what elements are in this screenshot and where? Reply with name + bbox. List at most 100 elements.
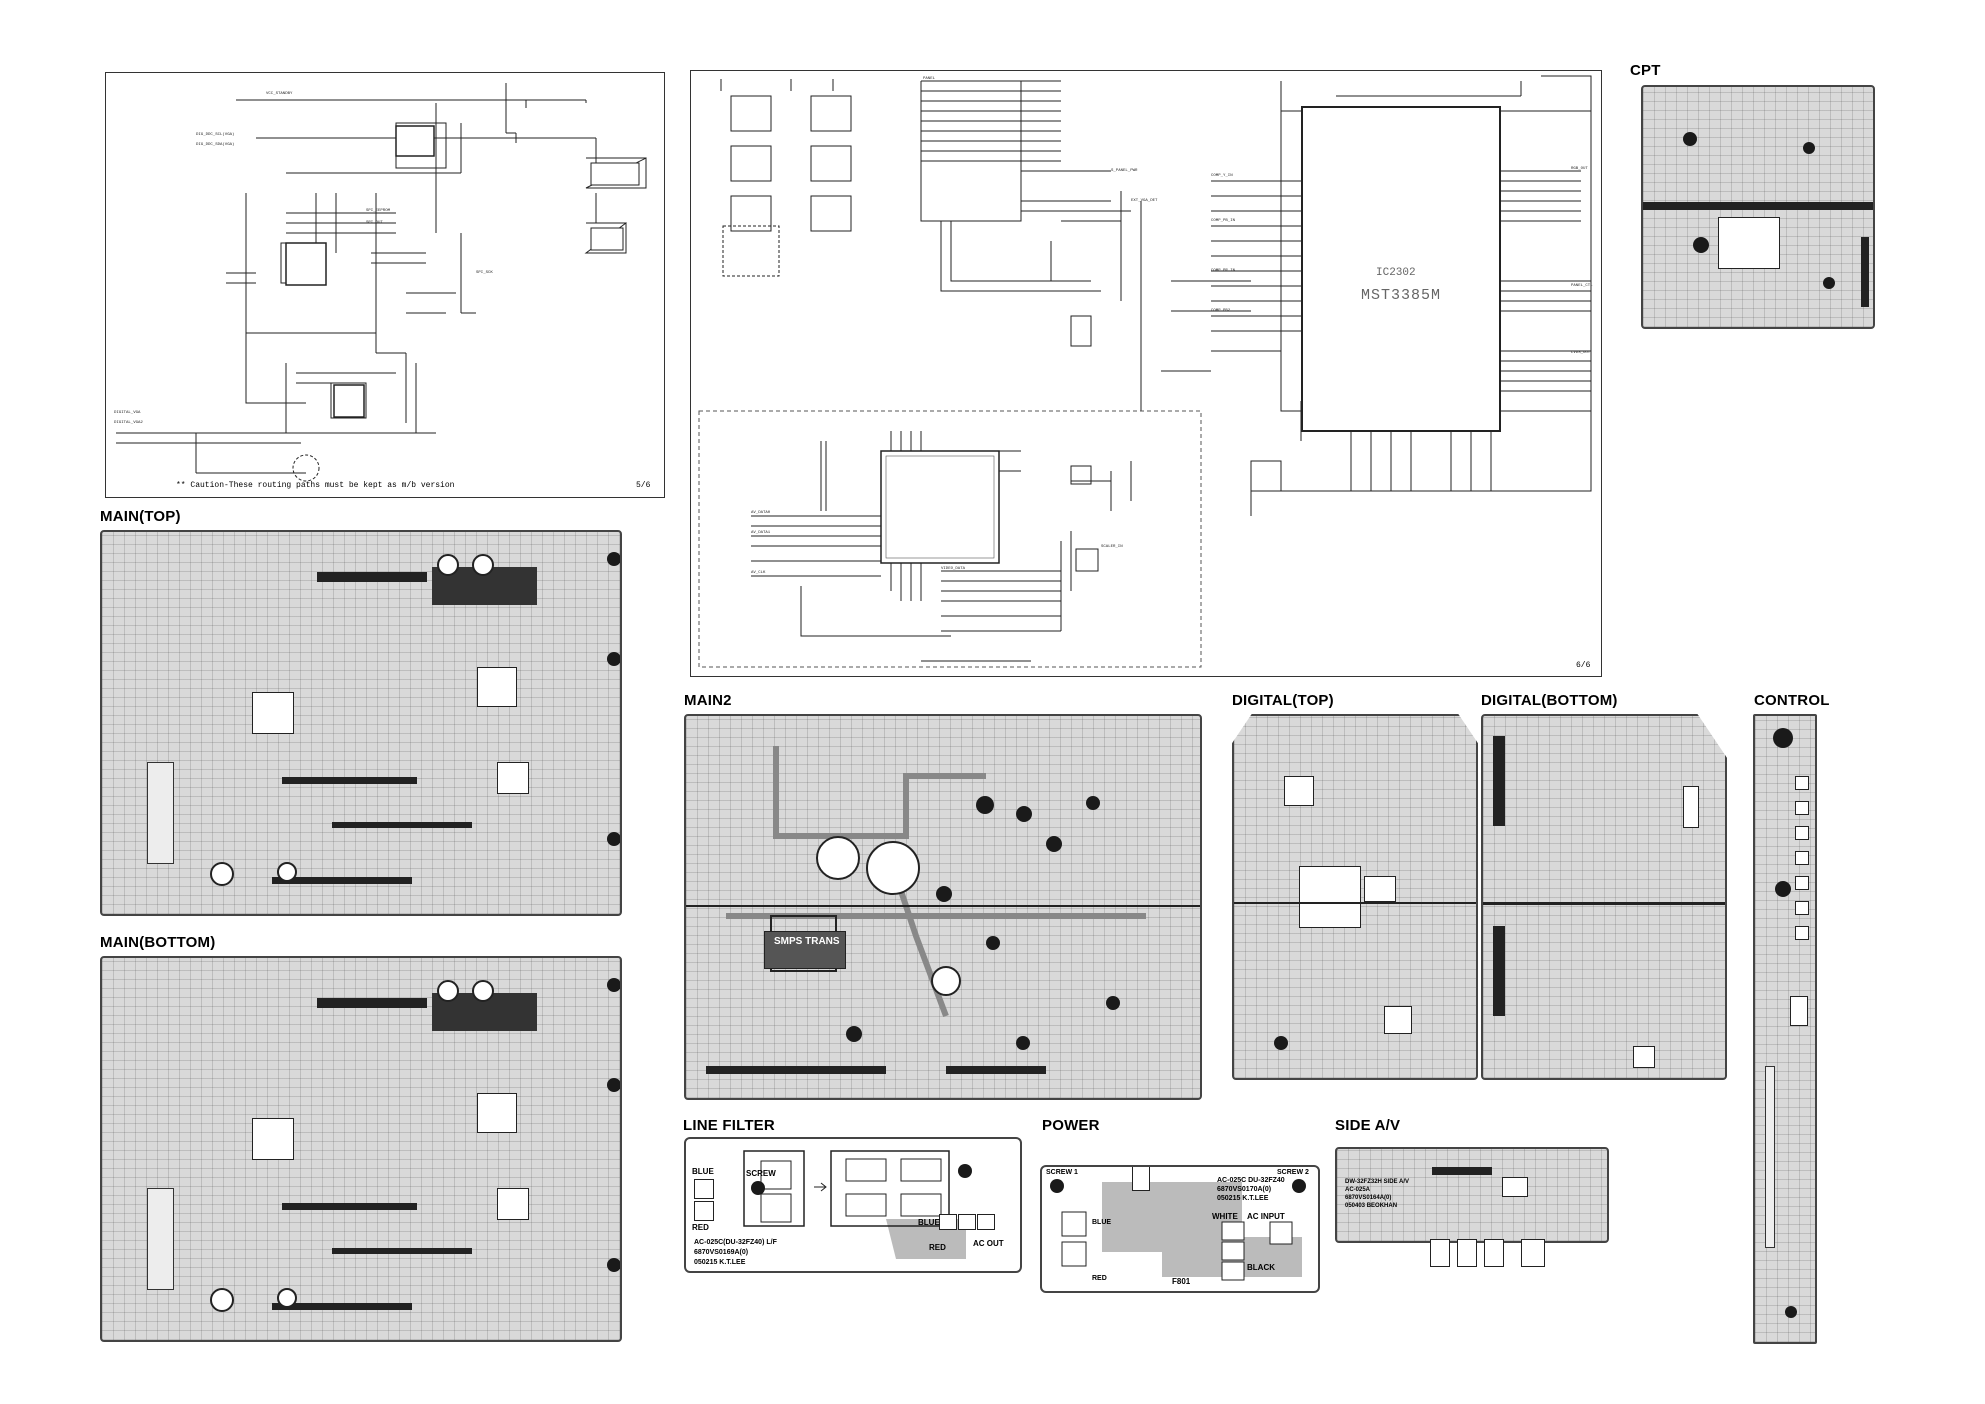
- power-board-id-2: 6870VS0170A(0): [1217, 1186, 1272, 1193]
- main-bottom-capacitor: [210, 1288, 234, 1312]
- schematic-frame-1: VCC_STANDBY DIG_DDC_SCL(VGA) DIG_DDC_SDA…: [105, 72, 665, 498]
- line-filter-board-id-3: 050215 K.T.LEE: [694, 1259, 746, 1266]
- main2-component: [1046, 836, 1062, 852]
- cpt-capacitor: [1693, 237, 1709, 253]
- digital-top-board: [1232, 714, 1478, 1080]
- main2-bulk-capacitor: [816, 836, 860, 880]
- cpt-module: [1718, 217, 1780, 269]
- main2-capacitor: [931, 966, 961, 996]
- digital-top-ic: [1284, 776, 1314, 806]
- main-top-regulators: [147, 762, 174, 864]
- svg-text:AV_DATA0: AV_DATA0: [751, 511, 771, 515]
- main2-component: [1016, 1036, 1030, 1050]
- main2-component: [976, 796, 994, 814]
- line-filter-terminal-red: [694, 1201, 714, 1221]
- main-bottom-capacitor: [472, 980, 494, 1002]
- side-av-ic: [1502, 1177, 1528, 1197]
- main-bottom-header: [272, 1303, 412, 1310]
- line-filter-ac-out-label: AC OUT: [973, 1239, 1004, 1248]
- side-av-jack: [1484, 1239, 1504, 1267]
- digital-top-ic: [1384, 1006, 1412, 1034]
- label-power: POWER: [1042, 1117, 1100, 1134]
- control-button: [1795, 776, 1809, 790]
- line-filter-red2-label: RED: [929, 1243, 946, 1252]
- main2-smps-transformer: [764, 931, 846, 969]
- line-filter-terminal-blue: [694, 1179, 714, 1199]
- main2-connector: [706, 1066, 886, 1074]
- main2-traces: [686, 746, 1200, 1018]
- main2-board: SMPS TRANS: [684, 714, 1202, 1100]
- side-av-board-id-4: 050403 BEOKHAN: [1345, 1203, 1398, 1209]
- svg-text:DIG_DDC_SCL(VGA): DIG_DDC_SCL(VGA): [196, 132, 234, 137]
- svg-text:SPI_EEPROM: SPI_EEPROM: [366, 209, 391, 213]
- main-top-capacitor: [437, 554, 459, 576]
- power-board: SCREW 1 SCREW 2 BLUE RED WHITE AC INPUT …: [1040, 1165, 1320, 1293]
- side-av-board-id-1: DW-32FZ32H SIDE A/V: [1345, 1179, 1410, 1185]
- cpt-capacitor: [1823, 277, 1835, 289]
- line-filter-output-terminal: [958, 1214, 976, 1230]
- schematic-2-wiring: PANEL S_PANEL_PWR EXT_VGA_DET COMP_Y_IN …: [698, 75, 1593, 668]
- svg-text:DIGITAL_VGA: DIGITAL_VGA: [114, 411, 141, 415]
- svg-text:PANEL_CTL: PANEL_CTL: [1571, 284, 1593, 288]
- line-filter-screw-label: SCREW: [746, 1169, 776, 1178]
- main-top-capacitor: [472, 554, 494, 576]
- cpt-capacitor: [1803, 142, 1815, 154]
- label-side-av: SIDE A/V: [1335, 1117, 1401, 1134]
- label-digital-top: DIGITAL(TOP): [1232, 692, 1334, 709]
- svg-text:AV_CLK: AV_CLK: [751, 571, 766, 575]
- power-black-label: BLACK: [1247, 1263, 1275, 1272]
- main-bottom-header: [332, 1248, 472, 1254]
- svg-text:COMP_PR_IN: COMP_PR_IN: [1211, 269, 1236, 273]
- power-ac-input-label: AC INPUT: [1247, 1212, 1285, 1221]
- main-bottom-ic: [252, 1118, 294, 1160]
- schematic-1-wiring: VCC_STANDBY DIG_DDC_SCL(VGA) DIG_DDC_SDA…: [114, 83, 647, 482]
- main-top-board: [100, 530, 622, 916]
- control-ir-sensor: [1773, 728, 1793, 748]
- control-button: [1795, 851, 1809, 865]
- main2-component: [986, 936, 1000, 950]
- main-top-capacitor: [210, 862, 234, 886]
- cpt-divider-trace: [1643, 202, 1873, 210]
- main-bottom-regulators: [147, 1188, 174, 1290]
- main2-component: [1086, 796, 1100, 810]
- control-button: [1795, 901, 1809, 915]
- power-board-id-1: AC-025C DU-32FZ40: [1217, 1177, 1285, 1184]
- main2-component: [936, 886, 952, 902]
- power-fuse-holder: [1132, 1167, 1150, 1191]
- power-white-label: WHITE: [1212, 1212, 1238, 1221]
- line-filter-board: BLUE RED SCREW BLUE RED AC OUT AC-025C(D…: [684, 1137, 1022, 1273]
- svg-text:EXT_VGA_DET: EXT_VGA_DET: [1131, 199, 1158, 203]
- digital-top-component: [1274, 1036, 1288, 1050]
- control-led: [1775, 881, 1791, 897]
- main-bottom-jack: [607, 1258, 620, 1272]
- schematic-2-page-number: 6/6: [1576, 661, 1591, 670]
- main2-transformer-label: SMPS TRANS: [774, 936, 840, 947]
- cpt-capacitor: [1683, 132, 1697, 146]
- svg-text:COMP_PB_IN: COMP_PB_IN: [1211, 219, 1236, 223]
- svg-text:COMP_Y_IN: COMP_Y_IN: [1211, 174, 1233, 178]
- power-screw-1: [1050, 1179, 1064, 1193]
- scaler-ic-part-name: MST3385M: [1361, 287, 1442, 304]
- digital-bottom-divider: [1483, 902, 1725, 905]
- power-blue-label: BLUE: [1092, 1219, 1112, 1226]
- main-top-jack: [607, 552, 620, 566]
- control-board: [1753, 714, 1817, 1344]
- label-cpt: CPT: [1630, 62, 1661, 79]
- main-bottom-board: [100, 956, 622, 1342]
- label-main-top: MAIN(TOP): [100, 508, 181, 525]
- scaler-ic-reference: IC2302: [1376, 267, 1416, 279]
- svg-text:LVDS_OUT: LVDS_OUT: [1571, 351, 1591, 355]
- line-filter-board-id-2: 6870VS0169A(0): [694, 1249, 749, 1256]
- main-bottom-capacitor: [277, 1288, 297, 1308]
- line-filter-output-terminal: [977, 1214, 995, 1230]
- main2-component: [846, 1026, 862, 1042]
- line-filter-screw: [958, 1164, 972, 1178]
- cpt-connector: [1861, 237, 1869, 307]
- main-top-jack: [607, 832, 620, 846]
- control-power-switch: [1785, 1306, 1797, 1318]
- control-button: [1795, 801, 1809, 815]
- main-top-header: [272, 877, 412, 884]
- main-top-ic: [497, 762, 529, 794]
- main-bottom-ic: [497, 1188, 529, 1220]
- side-av-header: [1432, 1167, 1492, 1175]
